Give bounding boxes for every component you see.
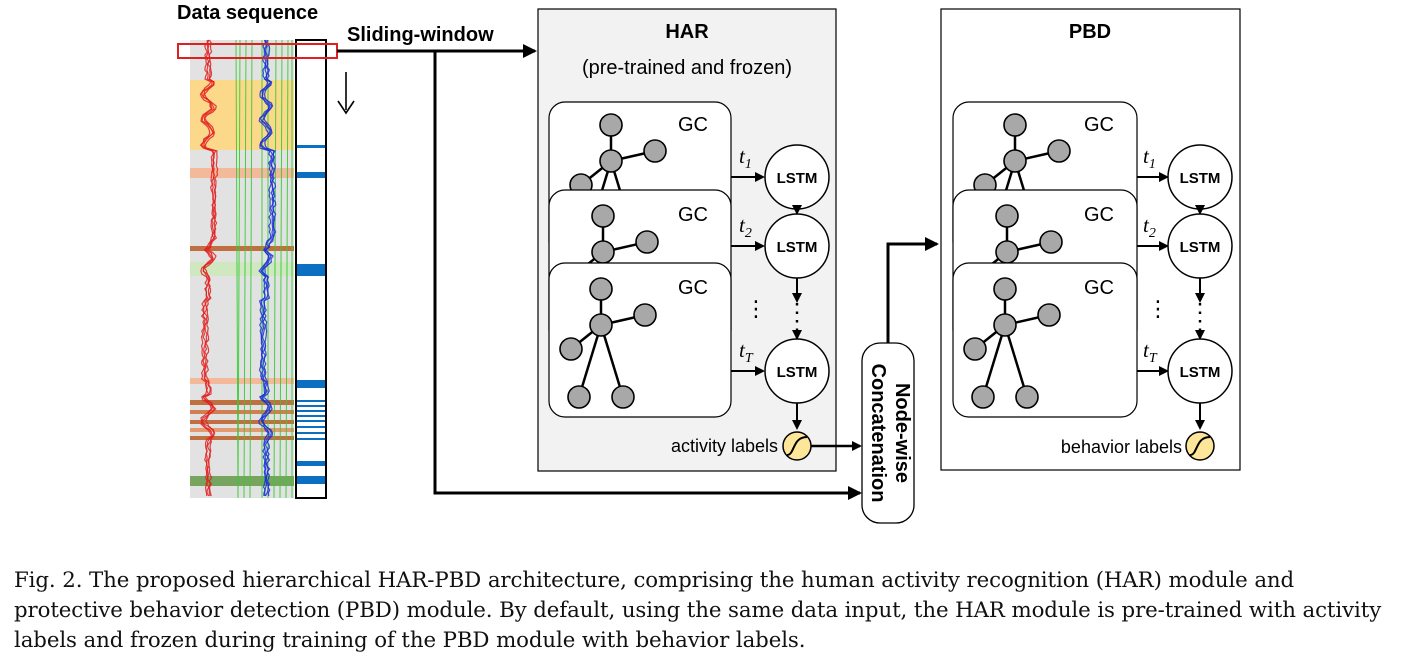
- caption-text: Fig. 2. The proposed hierarchical HAR-PB…: [14, 568, 1382, 653]
- architecture-figure: Data sequence Sliding-window HAR (pre-tr…: [177, 2, 1241, 524]
- sliding-window-label: Sliding-window: [347, 24, 494, 46]
- figure-caption: Fig. 2. The proposed hierarchical HAR-PB…: [14, 566, 1406, 656]
- har-time-label-T: tT: [739, 338, 754, 366]
- behavior-labels-text: behavior labels: [1061, 437, 1182, 457]
- pbd-title: PBD: [1069, 21, 1111, 43]
- har-gc-label-2: GC: [678, 204, 708, 226]
- scroll-down-arrow: [337, 72, 355, 115]
- pbd-gc-label-2: GC: [1084, 204, 1114, 226]
- har-title: HAR: [665, 21, 709, 43]
- activity-labels-text: activity labels: [671, 436, 778, 456]
- har-sigmoid-icon: [782, 431, 812, 461]
- pbd-time-label-T: tT: [1143, 338, 1158, 366]
- har-subtitle: (pre-trained and frozen): [582, 57, 792, 79]
- pbd-gc-label-1: GC: [1084, 114, 1114, 136]
- pbd-gc-card-3: [952, 262, 1138, 418]
- har-gc-label-1: GC: [678, 114, 708, 136]
- har-ellipsis: ⋮: [745, 296, 767, 321]
- pbd-gc-label-3: GC: [1084, 277, 1114, 299]
- har-gc-card-3: [548, 262, 732, 418]
- concat-to-pbd-arrow: [886, 237, 939, 343]
- har-lstm-label-2: LSTM: [777, 239, 818, 256]
- data-sequence-plot: [190, 39, 327, 499]
- window-to-concat-arrow: [433, 51, 862, 500]
- concat-line-1: Node-wise: [891, 383, 913, 483]
- har-gc-label-3: GC: [678, 277, 708, 299]
- har-t1-base: t: [739, 144, 746, 168]
- har-time-label-1: t1: [739, 144, 752, 172]
- pbd-lstm-label-3: LSTM: [1180, 364, 1221, 381]
- pbd-ellipsis: ⋮: [1147, 296, 1169, 321]
- pbd-lstm-label-2: LSTM: [1180, 239, 1221, 256]
- har-time-label-2: t2: [739, 213, 752, 241]
- har-t1-sub: 1: [745, 157, 752, 172]
- data-sequence-title: Data sequence: [177, 2, 318, 24]
- har-lstm-label-3: LSTM: [777, 364, 818, 381]
- pbd-time-label-1: t1: [1143, 144, 1156, 172]
- pbd-time-label-2: t2: [1143, 213, 1156, 241]
- pbd-lstm-label-1: LSTM: [1180, 170, 1221, 187]
- har-lstm-label-1: LSTM: [777, 170, 818, 187]
- pbd-sigmoid-icon: [1185, 431, 1215, 461]
- concat-line-2: Concatenation: [867, 364, 889, 503]
